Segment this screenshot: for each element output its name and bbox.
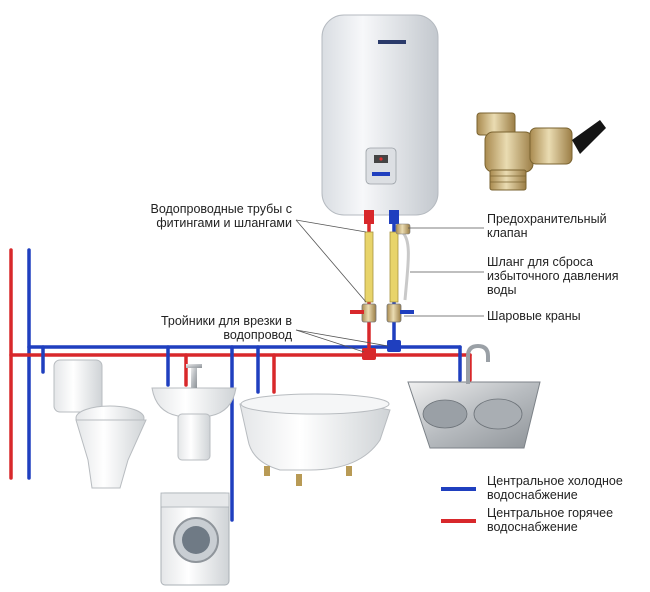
ball-valves: [350, 303, 414, 323]
valve-bottom-thread: [489, 169, 527, 191]
hot-ball-valve-handle: [350, 310, 364, 314]
cold-ball-valve-handle: [400, 310, 414, 314]
hot-ball-valve-body: [361, 303, 377, 323]
kitchen-faucet: [466, 343, 490, 384]
heater-cold-inlet: [389, 210, 399, 224]
toilet-tank: [53, 359, 103, 413]
legend-hot-line1: Центральное горячее: [487, 506, 613, 520]
hot-tee: [362, 348, 376, 360]
drain-hose: [400, 230, 410, 301]
bathroom-sink: [151, 364, 237, 461]
sink-faucet: [191, 366, 197, 388]
label-hose-line2: избыточного давления: [487, 269, 619, 283]
legend-hot-line2: водоснабжение: [487, 520, 578, 534]
bathtub-foot: [296, 474, 302, 486]
label-tees-line2: водопровод: [223, 328, 292, 342]
sink-pedestal: [177, 413, 211, 461]
washer-control-panel: [160, 492, 230, 508]
label-safety-valve-line1: Предохранительный: [487, 212, 607, 226]
valve-lever: [572, 120, 606, 154]
safety-valve-closeup: [476, 112, 606, 191]
kitchen-sink: [407, 343, 541, 449]
washing-machine: [160, 492, 230, 586]
heater-hot-outlet: [364, 210, 374, 224]
flexible-hoses: [364, 230, 410, 303]
water-heater: [321, 14, 439, 235]
water-heater-control-panel: [365, 147, 397, 185]
legend: Центральное холодное водоснабжение Центр…: [441, 474, 623, 534]
valve-body: [484, 131, 534, 173]
heater-safety-valve-small: [395, 223, 411, 235]
label-safety-valve-line2: клапан: [487, 226, 528, 240]
kitchen-sink-bowl-left: [422, 399, 468, 429]
bathtub-rim: [240, 393, 390, 415]
cold-hose: [389, 231, 399, 303]
bathtub-foot: [264, 466, 270, 476]
legend-cold-line2: водоснабжение: [487, 488, 578, 502]
cold-ball-valve-body: [386, 303, 402, 323]
hot-hose: [364, 231, 374, 303]
tee-fittings: [362, 340, 401, 360]
sink-faucet-handle: [186, 364, 202, 368]
washer-door-glass: [182, 526, 210, 554]
label-pipes-line2: фитингами и шлангами: [156, 216, 292, 230]
label-pipes-line1: Водопроводные трубы с: [150, 202, 292, 216]
leader-pipes: [295, 219, 367, 303]
toilet: [53, 359, 147, 489]
water-heater-indicator: [379, 157, 383, 161]
valve-cap: [529, 127, 573, 165]
label-tees-line1: Тройники для врезки в: [161, 314, 292, 328]
leader-tees: [295, 329, 365, 353]
bathtub: [239, 393, 391, 486]
toilet-base: [75, 419, 147, 489]
bathtub-foot: [346, 466, 352, 476]
cold-tee: [387, 340, 401, 352]
sink-basin: [151, 387, 237, 417]
legend-cold-line1: Центральное холодное: [487, 474, 623, 488]
leader-lines: [295, 219, 484, 353]
water-heater-badge: [372, 172, 390, 176]
label-hose-line1: Шланг для сброса: [487, 255, 593, 269]
leader-tees: [295, 329, 389, 347]
leader-pipes: [295, 219, 367, 233]
water-heater-tank: [321, 14, 439, 216]
label-ball-valves: Шаровые краны: [487, 309, 581, 323]
kitchen-sink-bowl-right: [473, 398, 523, 430]
water-heater-brand-plate: [378, 40, 406, 44]
label-hose-line3: воды: [487, 283, 516, 297]
